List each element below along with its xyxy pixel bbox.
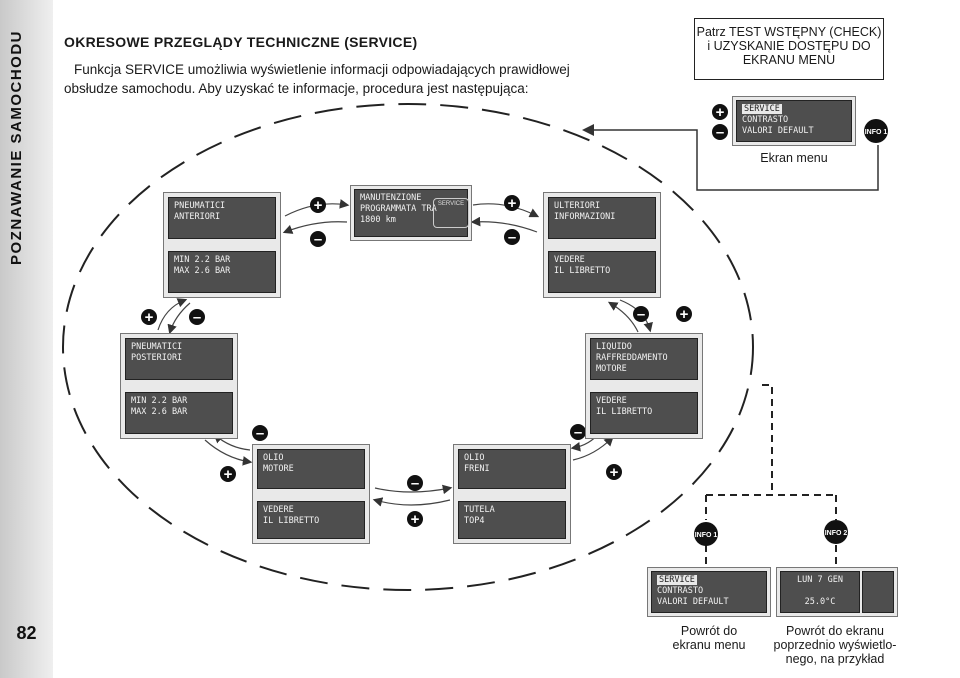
minus-button[interactable]: –	[407, 475, 423, 492]
minus-button[interactable]: –	[504, 229, 520, 246]
svg-text:INFO 1: INFO 1	[865, 129, 888, 136]
menu-return-screen: SERVICE CONTRASTO VALORI DEFAULT	[647, 567, 771, 617]
menu-caption: Ekran menu	[760, 151, 828, 165]
service-line-1: MANUTENZIONE	[360, 193, 422, 203]
minus-button[interactable]: –	[570, 424, 586, 441]
minus-button[interactable]: –	[310, 231, 326, 248]
minus-button[interactable]: –	[712, 124, 728, 141]
check-reference-box: Patrz TEST WSTĘPNY (CHECK) i UZYSKANIE D…	[694, 18, 884, 80]
service-line-3: 1800 km	[360, 215, 396, 225]
plus-button[interactable]: +	[141, 309, 157, 326]
service-wrench-icon: SERVICE	[433, 198, 469, 228]
plus-button[interactable]: +	[220, 466, 236, 483]
service-screen-frame: MANUTENZIONE PROGRAMMATA TRA 1800 km SER…	[350, 185, 472, 241]
svg-text:+: +	[680, 306, 689, 323]
menu-connector-line	[582, 124, 879, 191]
rear-tyres-screen: PNEUMATICI POSTERIORI MIN 2.2 BAR MAX 2.…	[120, 333, 238, 439]
svg-text:+: +	[716, 104, 725, 121]
cycle-arrow	[374, 484, 453, 495]
svg-text:–: –	[256, 425, 264, 442]
info-connector-line	[705, 384, 837, 568]
svg-text:–: –	[508, 229, 516, 246]
svg-text:+: +	[224, 466, 233, 483]
plus-button[interactable]: +	[606, 464, 622, 481]
svg-text:–: –	[314, 231, 322, 248]
menu-display-frame: SERVICE CONTRASTO VALORI DEFAULT	[732, 96, 856, 146]
cycle-arrow	[167, 302, 191, 335]
previous-screen-caption: Powrót do ekranu poprzednio wyświetlo- n…	[773, 624, 897, 666]
cycle-arrow	[607, 301, 639, 333]
brake-oil-screen: OLIO FRENI TUTELA TOP4	[453, 444, 571, 544]
coolant-screen: LIQUIDO RAFFREDDAMENTO MOTORE VEDERE IL …	[585, 333, 703, 439]
svg-text:+: +	[508, 195, 517, 212]
cycle-ellipse	[62, 103, 754, 591]
engine-oil-screen: OLIO MOTORE VEDERE IL LIBRETTO	[252, 444, 370, 544]
page-number: 82	[16, 623, 37, 643]
cycle-arrow	[572, 436, 614, 461]
cycle-arrow	[282, 221, 348, 234]
info1-button[interactable]: INFO 1	[864, 119, 888, 143]
minus-button[interactable]: –	[252, 425, 268, 442]
cycle-arrow	[204, 439, 253, 466]
svg-text:+: +	[411, 511, 420, 528]
plus-button[interactable]: +	[712, 104, 728, 121]
previous-screen-return: LUN 7 GEN 25.0°C	[776, 567, 898, 617]
svg-text:–: –	[716, 124, 724, 141]
section-title: OKRESOWE PRZEGLĄDY TECHNICZNE (SERVICE)	[64, 34, 418, 50]
cycle-arrow	[372, 497, 451, 507]
cycle-arrow	[157, 298, 188, 331]
svg-text:INFO 1: INFO 1	[695, 532, 718, 539]
minus-button[interactable]: –	[189, 309, 205, 326]
service-line-2: PROGRAMMATA TRA	[360, 204, 437, 214]
svg-text:+: +	[314, 197, 323, 214]
service-screen: MANUTENZIONE PROGRAMMATA TRA 1800 km	[354, 189, 468, 237]
cycle-arrow	[470, 216, 538, 233]
svg-text:–: –	[574, 424, 582, 441]
svg-text:–: –	[637, 306, 645, 323]
svg-text:INFO 2: INFO 2	[825, 530, 848, 537]
info1-button[interactable]: INFO 1	[694, 522, 718, 546]
more-info-screen: ULTERIORI INFORMAZIONI VEDERE IL LIBRETT…	[543, 192, 661, 298]
check-line-1: Patrz TEST WSTĘPNY (CHECK)	[696, 25, 882, 39]
sidebar: POZNAWANIE SAMOCHODU 82	[0, 0, 53, 678]
front-tyres-screen: PNEUMATICI ANTERIORI MIN 2.2 BAR MAX 2.6…	[163, 192, 281, 298]
svg-text:–: –	[411, 475, 419, 492]
info2-button[interactable]: INFO 2	[824, 520, 848, 544]
menu-line-3: VALORI DEFAULT	[742, 126, 814, 136]
minus-button[interactable]: –	[633, 306, 649, 323]
menu-highlight: SERVICE	[742, 104, 782, 114]
plus-button[interactable]: +	[676, 306, 692, 323]
svg-text:–: –	[193, 309, 201, 326]
check-line-2: i UZYSKANIE DOSTĘPU DO	[707, 39, 871, 53]
svg-text:+: +	[610, 464, 619, 481]
plus-button[interactable]: +	[310, 197, 326, 214]
menu-display: SERVICE CONTRASTO VALORI DEFAULT	[736, 100, 852, 142]
check-line-3: EKRANU MENU	[742, 53, 836, 67]
plus-button[interactable]: +	[407, 511, 423, 528]
intro-paragraph: Funkcja SERVICE umożliwia wyświetlenie i…	[64, 62, 570, 96]
svg-text:+: +	[145, 309, 154, 326]
menu-return-caption: Powrót do ekranu menu	[672, 624, 746, 652]
plus-button[interactable]: +	[504, 195, 520, 212]
menu-line-2: CONTRASTO	[742, 115, 789, 125]
